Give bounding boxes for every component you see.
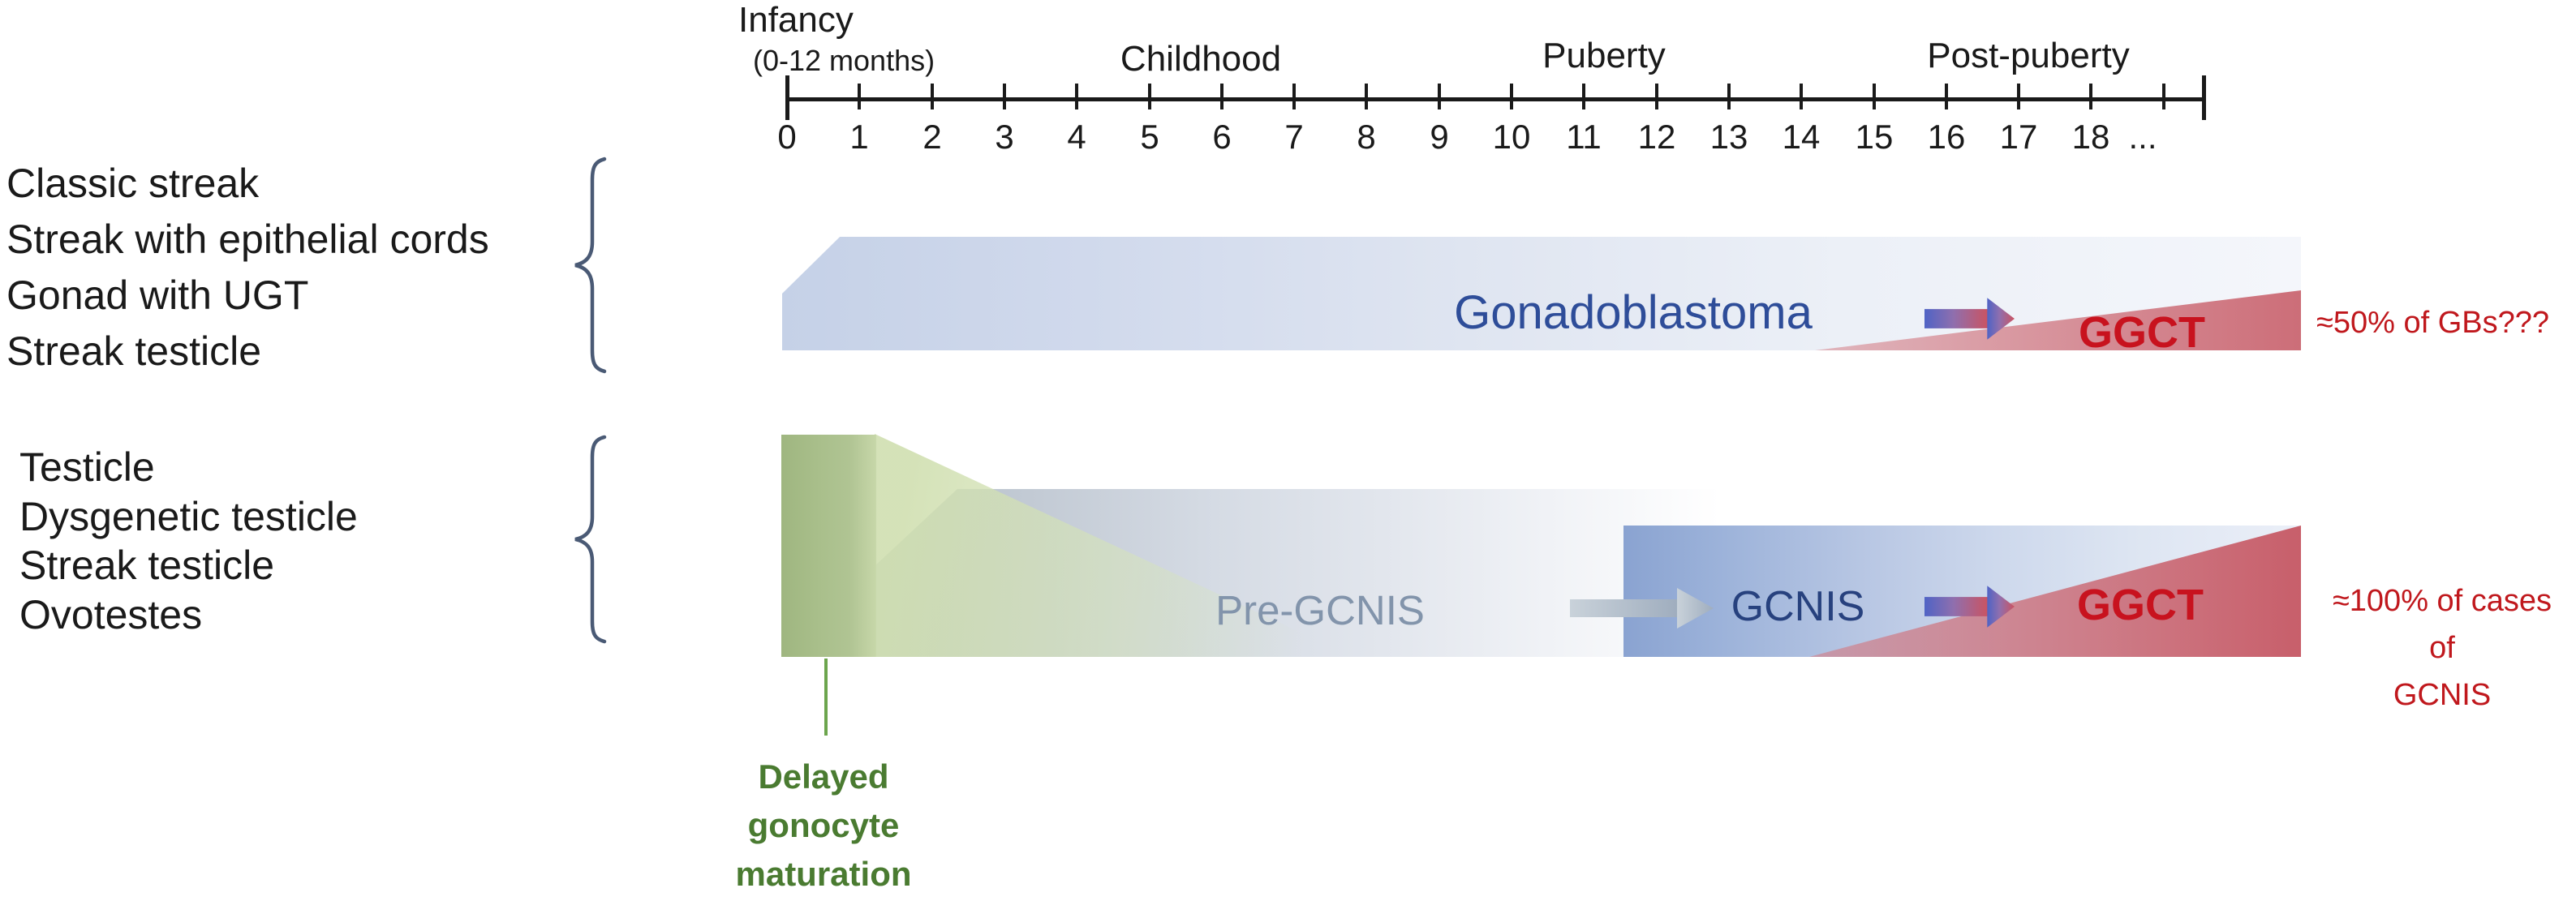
tick-label: 17 (1999, 118, 2038, 156)
tick-mark (1292, 84, 1296, 109)
tick-label-ellipsis: ... (2128, 118, 2157, 156)
tick-mark (2017, 84, 2020, 109)
tick-label: 10 (1492, 118, 1531, 156)
delayed-gonocyte-maturation-label: Delayed gonocyte maturation (706, 753, 941, 899)
transition-arrow-icon (1924, 298, 2015, 340)
tick-label: 14 (1782, 118, 1821, 156)
gonad-group-item: Dysgenetic testicle (19, 493, 358, 539)
ggct-label-top: GGCT (2079, 308, 2205, 357)
tick-mark-end (2202, 75, 2206, 120)
tick-mark (1655, 84, 1658, 109)
tick-mark (1438, 84, 1441, 109)
tick-mark (1003, 84, 1006, 109)
tick-mark (931, 84, 934, 109)
tick-label: 15 (1855, 118, 1894, 156)
stage-label-infancy: Infancy (738, 0, 854, 40)
tick-label: 9 (1430, 118, 1449, 156)
transition-arrow-icon (1924, 586, 2015, 628)
gonad-group-testicular: Testicle Dysgenetic testicle Streak test… (19, 443, 358, 639)
ggct-label-bottom: GGCT (2077, 581, 2204, 629)
tick-label: 5 (1140, 118, 1159, 156)
pre-gcnis-label: Pre-GCNIS (1215, 587, 1425, 633)
curly-brace-icon (574, 157, 607, 374)
tick-label: 13 (1709, 118, 1748, 156)
gonad-group-item: Classic streak (6, 161, 260, 206)
gonad-group-dysgenetic-streak: Classic streak Streak with epithelial co… (6, 156, 489, 380)
tick-label: 7 (1284, 118, 1304, 156)
gcnis-label: GCNIS (1731, 583, 1865, 630)
tick-mark (2089, 84, 2092, 109)
gcnis-annotation-line: ≈100% of cases of (2332, 584, 2552, 665)
gonad-group-item: Streak with epithelial cords (6, 217, 489, 262)
gb-annotation: ≈50% of GBs??? (2316, 306, 2550, 340)
tick-label: 0 (777, 118, 797, 156)
progression-arrow-icon (1570, 588, 1714, 629)
tick-label: 2 (922, 118, 942, 156)
tick-mark (1510, 84, 1513, 109)
tick-mark (1873, 84, 1876, 109)
gonad-group-item: Ovotestes (19, 591, 203, 637)
gonad-group-item: Gonad with UGT (6, 272, 309, 318)
curly-brace-icon (574, 435, 607, 644)
stage-sublabel-infancy: (0-12 months) (753, 44, 935, 77)
callout-pointer-line (824, 659, 828, 736)
tick-label: 11 (1566, 118, 1602, 156)
gcnis-annotation: ≈100% of cases of GCNIS (2316, 577, 2568, 719)
tick-mark (1727, 84, 1731, 109)
tick-mark (2162, 84, 2165, 109)
tick-mark (1800, 84, 1803, 109)
tick-label: 1 (849, 118, 869, 156)
callout-line-1: Delayed (758, 757, 889, 796)
callout-line-3: maturation (735, 855, 912, 893)
gonad-group-item: Streak testicle (19, 543, 275, 588)
tick-label: 16 (1927, 118, 1966, 156)
gonad-group-item: Testicle (19, 444, 155, 490)
tick-mark (785, 75, 789, 120)
gcnis-annotation-line: GCNIS (2393, 678, 2492, 712)
tick-label: 6 (1212, 118, 1232, 156)
tick-mark (1220, 84, 1223, 109)
delayed-maturation-block (781, 435, 876, 657)
tick-label: 12 (1637, 118, 1676, 156)
tick-label: 4 (1067, 118, 1086, 156)
tick-mark (858, 84, 861, 109)
tick-label: 18 (2071, 118, 2110, 156)
gonadoblastoma-label: Gonadoblastoma (1454, 286, 1813, 339)
stage-label-puberty: Puberty (1542, 36, 1666, 75)
gonad-group-item: Streak testicle (6, 328, 262, 374)
tick-label: 3 (995, 118, 1014, 156)
tick-mark (1148, 84, 1151, 109)
stage-label-post-puberty: Post-puberty (1927, 36, 2130, 75)
stage-label-childhood: Childhood (1120, 39, 1282, 79)
tick-mark (1075, 84, 1078, 109)
tick-mark (1945, 84, 1948, 109)
tick-mark (1582, 84, 1585, 109)
tick-mark (1365, 84, 1368, 109)
timeline-axis (787, 97, 2204, 101)
tick-label: 8 (1357, 118, 1376, 156)
callout-line-2: gonocyte (747, 806, 900, 844)
